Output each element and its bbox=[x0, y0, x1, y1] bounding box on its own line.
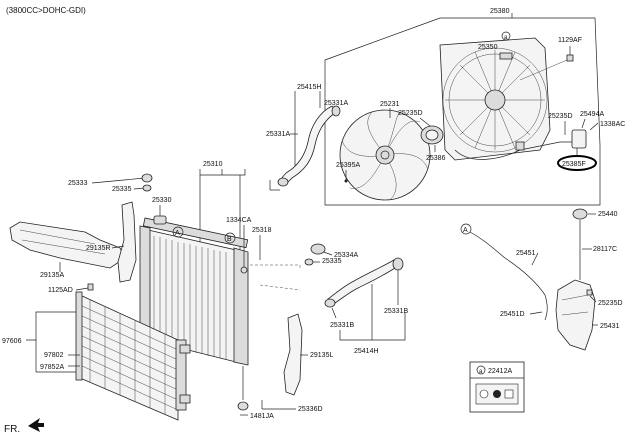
reference-letter: a bbox=[504, 35, 508, 41]
front-arrow-icon bbox=[28, 418, 44, 432]
label-25451D: 25451D bbox=[500, 311, 525, 318]
cooling-fan-blade bbox=[339, 109, 431, 201]
label-25330: 25330 bbox=[152, 197, 172, 204]
upper-radiator-hose bbox=[279, 105, 337, 185]
label-1334CA: 1334CA bbox=[226, 217, 252, 224]
reference-circle-B-radiator bbox=[224, 232, 236, 244]
label-25451: 25451 bbox=[516, 250, 536, 257]
label-25235D-reservoir-bolt: 25235D bbox=[598, 300, 623, 307]
label-25334A: 25334A bbox=[334, 252, 358, 259]
label-25494A: 25494A bbox=[580, 111, 604, 118]
label-25336D: 25336D bbox=[298, 406, 323, 413]
legend-box-22412A: a 22412A bbox=[469, 361, 525, 413]
label-25395A: 25395A bbox=[336, 162, 360, 169]
fan-shroud bbox=[439, 37, 551, 161]
reference-letter: a bbox=[479, 369, 483, 375]
label-25333: 25333 bbox=[68, 180, 88, 187]
label-25415H: 25415H bbox=[297, 84, 322, 91]
label-25431: 25431 bbox=[600, 323, 620, 330]
reference-circle-A-radiator bbox=[172, 226, 184, 238]
condenser-fitting-lower bbox=[179, 394, 191, 404]
label-29135R: 29135R bbox=[86, 245, 111, 252]
label-25440: 25440 bbox=[598, 211, 618, 218]
reference-letter: A bbox=[463, 227, 468, 234]
label-25331B-left: 25331B bbox=[330, 322, 354, 329]
hose-clamp-lower bbox=[277, 177, 289, 187]
label-25380: 25380 bbox=[490, 8, 510, 15]
label-25235D-resistor-bolt: 25235D bbox=[548, 113, 573, 120]
label-1125AD: 1125AD bbox=[48, 287, 73, 294]
label-97606: 97606 bbox=[2, 338, 22, 345]
label-25335-upper: 25335 bbox=[112, 186, 132, 193]
mount-bushing-upper bbox=[142, 184, 152, 192]
overflow-hose bbox=[469, 231, 548, 321]
bolt-1129AF bbox=[566, 54, 574, 62]
air-guard-left bbox=[283, 313, 303, 396]
front-direction-label: FR. bbox=[4, 424, 20, 435]
label-25318: 25318 bbox=[252, 227, 272, 234]
mount-insulator-upper bbox=[141, 173, 153, 183]
label-28117C: 28117C bbox=[593, 246, 617, 253]
bolt-1125AD bbox=[87, 283, 94, 291]
hose-clamp-upper bbox=[331, 105, 341, 117]
mount-bushing-lower bbox=[304, 258, 314, 266]
label-22412A: 22412A bbox=[488, 368, 512, 375]
lower-radiator-hose bbox=[327, 259, 399, 306]
label-25331A-upper: 25331A bbox=[324, 100, 348, 107]
drain-plug bbox=[240, 266, 248, 274]
warning-hand-icon bbox=[479, 389, 489, 399]
mount-insulator-lower bbox=[237, 401, 249, 411]
condenser-fitting-upper bbox=[179, 344, 191, 354]
engine-spec-label: (3800CC>DOHC-GDI) bbox=[6, 6, 86, 15]
fan-motor bbox=[420, 125, 444, 145]
warning-book-icon bbox=[504, 389, 514, 399]
label-25310: 25310 bbox=[203, 161, 223, 168]
label-25331B-right: 25331B bbox=[384, 308, 408, 315]
radiator-core bbox=[139, 217, 249, 366]
label-29135A: 29135A bbox=[40, 272, 64, 279]
reference-circle-A-reservoir bbox=[460, 223, 472, 235]
shroud-label-sticker bbox=[499, 52, 513, 60]
label-25386: 25386 bbox=[426, 155, 446, 162]
reservoir-cap bbox=[572, 208, 588, 220]
label-97802: 97802 bbox=[44, 352, 64, 359]
thermostat-housing-cap bbox=[310, 243, 326, 255]
label-29135L: 29135L bbox=[310, 352, 333, 359]
label-25350: 25350 bbox=[478, 44, 498, 51]
label-25331A-lower: 25331A bbox=[266, 131, 290, 138]
label-25231: 25231 bbox=[380, 101, 400, 108]
reference-circle-a bbox=[501, 31, 511, 41]
label-1129AF: 1129AF bbox=[558, 37, 582, 44]
label-1338AC: 1338AC bbox=[600, 121, 625, 128]
label-25335-lower: 25335 bbox=[322, 258, 342, 265]
reference-letter: B bbox=[227, 236, 232, 243]
label-25235D-motor-bolt: 25235D bbox=[398, 110, 423, 117]
radiator-cap bbox=[153, 215, 167, 225]
fan-connector bbox=[571, 129, 587, 149]
air-guard-right bbox=[117, 201, 137, 283]
reference-circle-a-legend bbox=[476, 365, 486, 375]
label-25414H: 25414H bbox=[354, 348, 379, 355]
label-25385F: 25385F bbox=[562, 161, 586, 168]
condenser bbox=[75, 291, 187, 421]
coolant-reservoir bbox=[555, 279, 596, 351]
label-1481JA: 1481JA bbox=[250, 413, 274, 420]
reservoir-bolt bbox=[586, 289, 593, 296]
reference-letter: A bbox=[175, 230, 180, 237]
fan-assembly-frame bbox=[324, 17, 601, 206]
label-97852A: 97852A bbox=[40, 364, 64, 371]
lower-hose-clamp-a bbox=[392, 257, 404, 271]
lower-hose-clamp-b bbox=[324, 298, 336, 308]
warning-caution-icon bbox=[493, 390, 501, 398]
